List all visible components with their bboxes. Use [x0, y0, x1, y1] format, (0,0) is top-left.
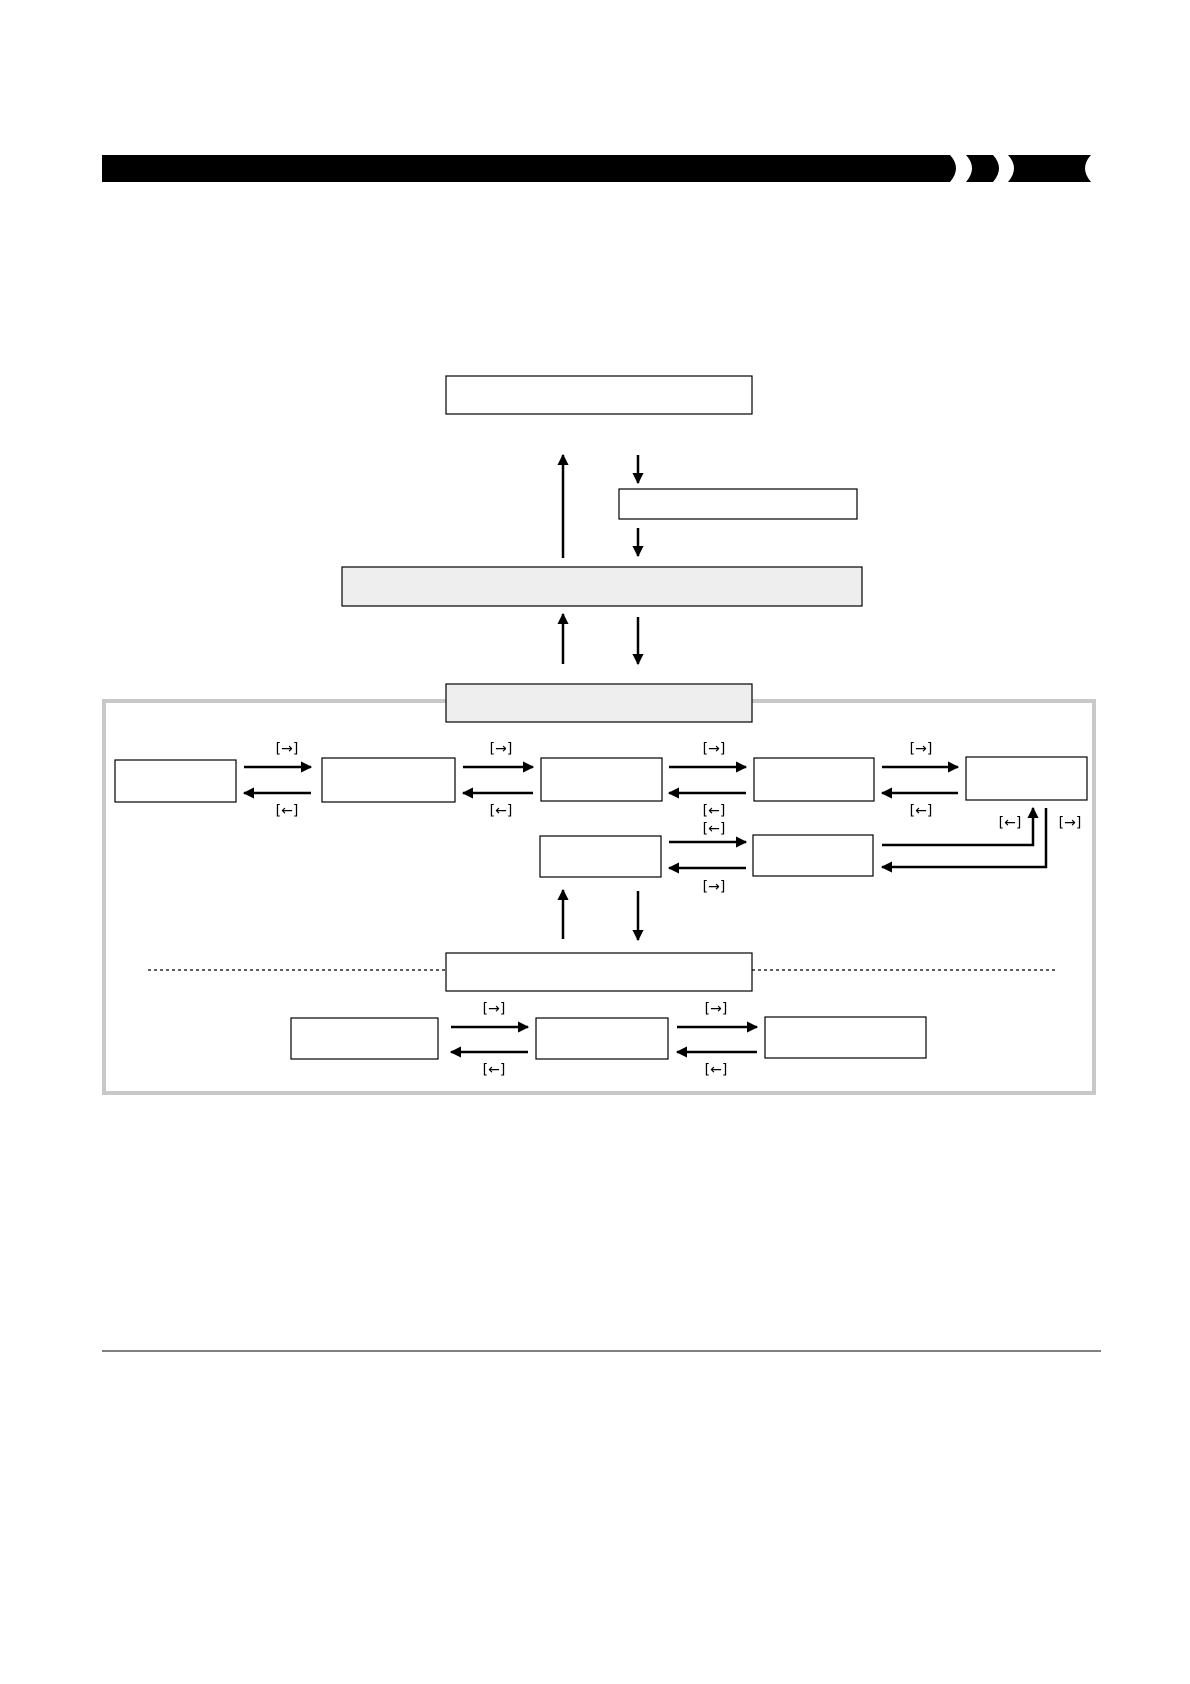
key-b2-right: [→] [705, 1001, 728, 1017]
connector-down-to-row2-box-2 [880, 808, 1048, 873]
lower-title-box [445, 952, 753, 992]
connector-up-to-row1-box-5 [882, 806, 1039, 847]
key-r2-right: [→] [703, 879, 726, 895]
menu-title-box [445, 683, 753, 723]
bottom-box-1 [290, 1017, 439, 1060]
key-r1-4-right: [→] [910, 741, 933, 757]
wide-shaded-box [341, 566, 863, 607]
bottom-box-2 [535, 1017, 669, 1060]
key-r1-1-left: [←] [276, 803, 299, 819]
row2-box-2 [752, 834, 874, 877]
key-r1-3-left: [←] [703, 803, 726, 819]
top-box [445, 375, 753, 415]
key-r1-2-left: [←] [490, 803, 513, 819]
row1-box-5 [965, 756, 1088, 801]
key-r1-4-left: [←] [910, 803, 933, 819]
row1-box-3 [540, 757, 663, 802]
middle-small-box [618, 488, 858, 520]
key-b1-right: [→] [483, 1001, 506, 1017]
header-bar [102, 155, 1091, 182]
key-r2-left: [←] [703, 821, 726, 837]
key-connector-left: [←] [999, 815, 1022, 831]
key-b2-left: [←] [705, 1062, 728, 1078]
key-b1-left: [←] [483, 1062, 506, 1078]
row1-box-4 [753, 757, 875, 802]
key-r1-3-right: [→] [703, 741, 726, 757]
bottom-box-3 [764, 1016, 927, 1059]
key-r1-1-right: [→] [276, 741, 299, 757]
key-connector-right: [→] [1059, 815, 1082, 831]
row1-box-1 [114, 759, 237, 803]
row2-box-1 [539, 835, 662, 878]
key-r1-2-right: [→] [490, 741, 513, 757]
row1-box-2 [321, 757, 456, 803]
